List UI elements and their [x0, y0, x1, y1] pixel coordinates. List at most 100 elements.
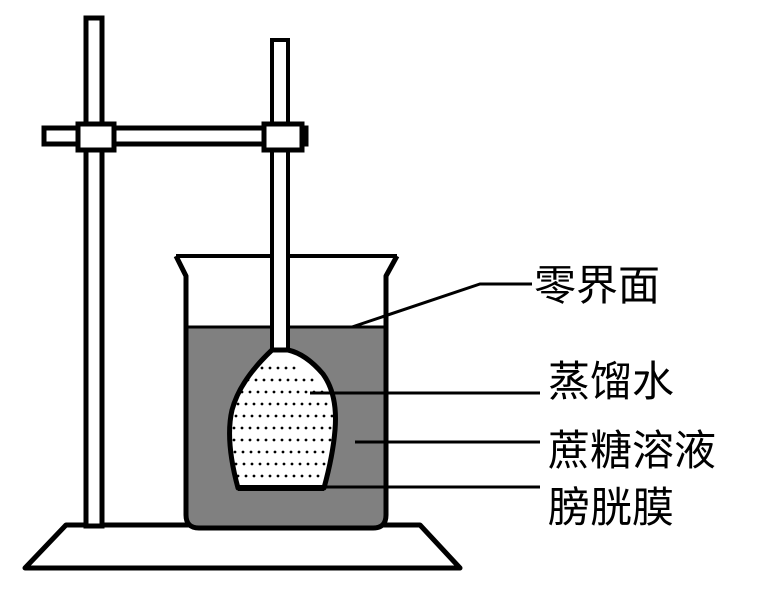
- water-dot: [313, 450, 317, 454]
- water-dot: [316, 474, 320, 478]
- water-dot: [276, 474, 280, 478]
- water-dot: [268, 366, 272, 370]
- water-dot: [292, 366, 296, 370]
- water-dot: [306, 414, 310, 418]
- water-dot: [316, 402, 320, 406]
- water-dot: [272, 390, 276, 394]
- water-dot: [234, 462, 238, 466]
- water-dot: [236, 402, 240, 406]
- water-dot: [260, 402, 264, 406]
- water-dot: [278, 378, 282, 382]
- water-dot: [284, 402, 288, 406]
- water-dot: [272, 426, 276, 430]
- stand-base: [22, 522, 463, 571]
- water-dot: [300, 402, 304, 406]
- label-distilled-water: 蒸馏水: [548, 357, 674, 406]
- water-dot: [241, 450, 245, 454]
- water-dot: [284, 474, 288, 478]
- water-dot: [296, 426, 300, 430]
- water-dot: [257, 450, 261, 454]
- water-dot: [256, 390, 260, 394]
- water-dot: [280, 390, 284, 394]
- water-dot: [294, 378, 298, 382]
- water-dot: [246, 378, 250, 382]
- water-dot: [260, 474, 264, 478]
- water-dot: [320, 426, 324, 430]
- stand-rod: [83, 15, 105, 529]
- water-dot: [234, 414, 238, 418]
- water-dot: [296, 438, 300, 442]
- water-dot: [264, 390, 268, 394]
- water-dot: [292, 402, 296, 406]
- water-dot: [266, 414, 270, 418]
- water-dot: [273, 450, 277, 454]
- water-dot: [305, 450, 309, 454]
- water-dot: [322, 414, 326, 418]
- water-dot: [304, 426, 308, 430]
- water-dot: [256, 426, 260, 430]
- water-dot: [308, 402, 312, 406]
- water-dot: [248, 426, 252, 430]
- water-dot: [288, 438, 292, 442]
- callout-line-zero-interface: [351, 282, 532, 329]
- label-bladder-membrane: 膀胱膜: [548, 483, 674, 532]
- water-dot: [274, 462, 278, 466]
- water-dot: [286, 378, 290, 382]
- water-dot: [281, 450, 285, 454]
- water-dot: [320, 438, 324, 442]
- water-dot: [298, 414, 302, 418]
- water-dot: [314, 462, 318, 466]
- water-dot: [300, 474, 304, 478]
- water-dot: [321, 450, 325, 454]
- water-dot: [274, 414, 278, 418]
- water-dot: [242, 462, 246, 466]
- water-dot: [233, 450, 237, 454]
- water-dot: [328, 438, 332, 442]
- water-dot: [244, 402, 248, 406]
- water-dot: [236, 474, 240, 478]
- water-dot: [282, 462, 286, 466]
- water-dot: [289, 450, 293, 454]
- water-dot: [242, 414, 246, 418]
- water-dot: [304, 390, 308, 394]
- funnel-bulb: [227, 347, 338, 491]
- water-dot: [254, 378, 258, 382]
- water-dot: [264, 426, 268, 430]
- water-dot: [240, 438, 244, 442]
- water-dot: [330, 414, 334, 418]
- water-dot: [276, 402, 280, 406]
- water-dot: [270, 378, 274, 382]
- rod-clamp: [75, 121, 117, 153]
- funnel-clamp: [261, 121, 305, 153]
- water-dot: [250, 414, 254, 418]
- water-dot: [304, 438, 308, 442]
- water-dot: [312, 438, 316, 442]
- water-dot: [280, 438, 284, 442]
- water-dot: [248, 390, 252, 394]
- water-dot: [248, 438, 252, 442]
- water-dot: [306, 462, 310, 466]
- water-dot: [260, 366, 264, 370]
- water-dot: [244, 474, 248, 478]
- water-dot: [256, 438, 260, 442]
- water-dot: [324, 402, 328, 406]
- water-dot: [298, 462, 302, 466]
- water-dot: [266, 462, 270, 466]
- label-sucrose-solution: 蔗糖溶液: [548, 426, 716, 475]
- water-dot: [268, 474, 272, 478]
- water-dot: [288, 390, 292, 394]
- water-dot: [240, 426, 244, 430]
- funnel-neck: [270, 38, 290, 356]
- water-dot: [322, 462, 326, 466]
- water-dot: [249, 450, 253, 454]
- water-dots: [232, 366, 334, 478]
- water-dot: [310, 378, 314, 382]
- water-dot: [288, 426, 292, 430]
- water-dot: [284, 366, 288, 370]
- water-dot: [258, 414, 262, 418]
- water-dot: [262, 378, 266, 382]
- label-zero-interface: 零界面: [534, 261, 660, 310]
- water-dot: [314, 414, 318, 418]
- water-dot: [290, 414, 294, 418]
- water-dot: [290, 462, 294, 466]
